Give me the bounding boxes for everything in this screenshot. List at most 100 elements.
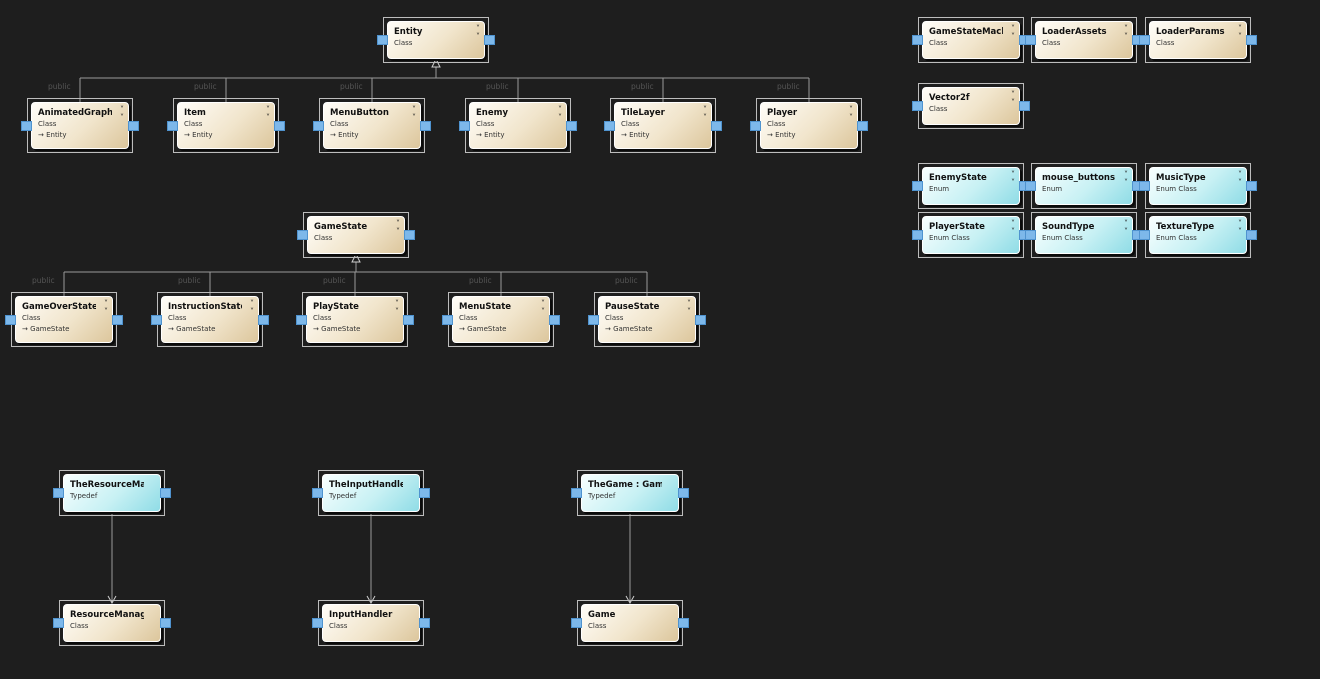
connection-port-right[interactable] bbox=[112, 314, 123, 325]
double-chevron-down-icon[interactable]: ˅˅ bbox=[250, 299, 254, 316]
connection-port-left[interactable] bbox=[1025, 230, 1036, 240]
connection-port-left[interactable] bbox=[313, 120, 324, 131]
double-chevron-down-icon[interactable]: ˅˅ bbox=[476, 24, 480, 41]
connection-port-left[interactable] bbox=[912, 230, 923, 240]
connection-port-left[interactable] bbox=[1139, 181, 1150, 191]
double-chevron-down-icon[interactable]: ˅˅ bbox=[1238, 170, 1242, 187]
connection-port-left[interactable] bbox=[53, 618, 64, 628]
connection-port-left[interactable] bbox=[1025, 181, 1036, 191]
connection-port-right[interactable] bbox=[160, 618, 171, 628]
connection-port-left[interactable] bbox=[912, 101, 923, 111]
double-chevron-down-icon[interactable]: ˅˅ bbox=[849, 105, 853, 122]
connection-port-left[interactable] bbox=[571, 618, 582, 628]
connection-port-right[interactable] bbox=[695, 314, 706, 325]
connection-port-right[interactable] bbox=[549, 314, 560, 325]
connection-port-left[interactable] bbox=[296, 314, 307, 325]
double-chevron-down-icon[interactable]: ˅˅ bbox=[1011, 90, 1015, 107]
connection-port-right[interactable] bbox=[128, 120, 139, 131]
double-chevron-down-icon[interactable]: ˅˅ bbox=[395, 299, 399, 316]
node-card[interactable]: TheResourceMa...Typedef bbox=[63, 474, 161, 512]
double-chevron-down-icon[interactable]: ˅˅ bbox=[1124, 24, 1128, 41]
double-chevron-down-icon[interactable]: ˅˅ bbox=[1124, 219, 1128, 236]
connection-port-right[interactable] bbox=[857, 120, 868, 131]
type-node-animatedgraphic[interactable]: AnimatedGraphicClass→ Entity˅˅ bbox=[21, 98, 139, 153]
double-chevron-down-icon[interactable]: ˅˅ bbox=[1238, 219, 1242, 236]
connection-port-left[interactable] bbox=[21, 120, 32, 131]
connection-port-left[interactable] bbox=[912, 181, 923, 191]
double-chevron-down-icon[interactable]: ˅˅ bbox=[104, 299, 108, 316]
connection-port-left[interactable] bbox=[442, 314, 453, 325]
connection-port-right[interactable] bbox=[258, 314, 269, 325]
connection-port-left[interactable] bbox=[1025, 35, 1036, 45]
type-node-gamestatemach[interactable]: GameStateMach...Class˅˅ bbox=[912, 17, 1030, 63]
double-chevron-down-icon[interactable]: ˅˅ bbox=[396, 219, 400, 236]
connection-port-left[interactable] bbox=[588, 314, 599, 325]
connection-port-right[interactable] bbox=[1246, 181, 1257, 191]
connection-port-right[interactable] bbox=[484, 35, 495, 45]
connection-port-left[interactable] bbox=[167, 120, 178, 131]
connection-port-left[interactable] bbox=[5, 314, 16, 325]
connection-port-right[interactable] bbox=[566, 120, 577, 131]
double-chevron-down-icon[interactable]: ˅˅ bbox=[1011, 219, 1015, 236]
double-chevron-down-icon[interactable]: ˅˅ bbox=[412, 105, 416, 122]
connection-port-right[interactable] bbox=[404, 230, 415, 240]
double-chevron-down-icon[interactable]: ˅˅ bbox=[541, 299, 545, 316]
connection-port-right[interactable] bbox=[678, 618, 689, 628]
node-card[interactable]: TheInputHandle...Typedef bbox=[322, 474, 420, 512]
connection-port-left[interactable] bbox=[297, 230, 308, 240]
connection-port-right[interactable] bbox=[1246, 35, 1257, 45]
node-card[interactable]: GameStateMach...Class˅˅ bbox=[922, 21, 1020, 59]
double-chevron-down-icon[interactable]: ˅˅ bbox=[703, 105, 707, 122]
connection-port-right[interactable] bbox=[274, 120, 285, 131]
type-node-resourcemanager[interactable]: ResourceManagerClass bbox=[53, 600, 171, 646]
connection-port-left[interactable] bbox=[53, 488, 64, 498]
connection-port-right[interactable] bbox=[1019, 101, 1030, 111]
double-chevron-down-icon[interactable]: ˅˅ bbox=[1124, 170, 1128, 187]
connection-port-left[interactable] bbox=[312, 618, 323, 628]
connection-port-right[interactable] bbox=[1246, 230, 1257, 240]
connection-port-right[interactable] bbox=[160, 488, 171, 498]
connection-port-right[interactable] bbox=[678, 488, 689, 498]
connection-port-left[interactable] bbox=[750, 120, 761, 131]
connection-port-left[interactable] bbox=[912, 35, 923, 45]
connection-port-left[interactable] bbox=[459, 120, 470, 131]
double-chevron-down-icon[interactable]: ˅˅ bbox=[687, 299, 691, 316]
type-node-theinputhandle[interactable]: TheInputHandle...Typedef bbox=[312, 470, 430, 516]
